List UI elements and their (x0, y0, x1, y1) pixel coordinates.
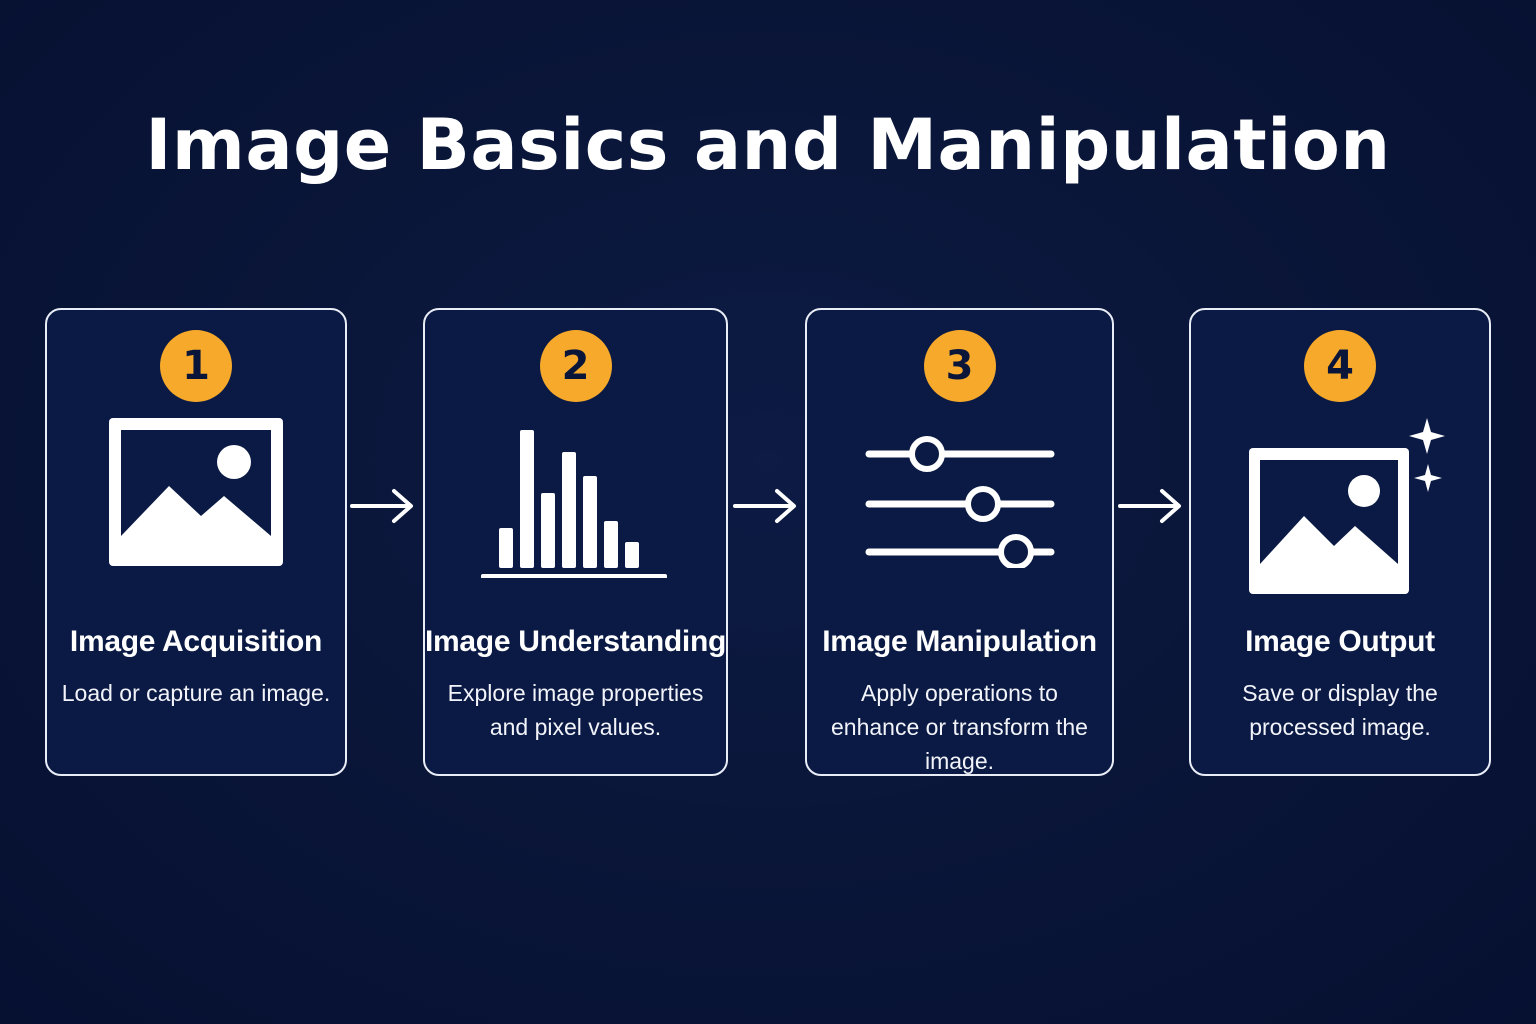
sliders-icon (807, 418, 1112, 598)
step-title: Image Understanding (425, 625, 727, 658)
step-card-2: 2 Image Understanding Explore image prop… (423, 308, 728, 776)
step-number-badge: 4 (1304, 330, 1376, 402)
step-description: Apply operations to enhance or transform… (831, 680, 1088, 774)
step-card-1: 1 Image Acquisition Load or capture an i… (45, 308, 347, 776)
step-number-badge: 2 (539, 330, 612, 402)
step-title: Image Acquisition (69, 625, 323, 658)
arrow-right-icon (1118, 489, 1181, 523)
page-title: Image Basics and Manipulation (145, 104, 1391, 186)
step-description: Save or display the processed image. (1242, 680, 1438, 740)
step-description: Explore image properties and pixel value… (447, 680, 704, 740)
sparkle-image-icon (1191, 418, 1489, 598)
arrow-right-icon (733, 489, 796, 523)
step-number-badge: 1 (160, 330, 232, 402)
step-card-4: 4 Image Output Save or display the proce… (1189, 308, 1491, 776)
step-number-badge: 3 (923, 330, 996, 402)
step-title: Image Output (1245, 625, 1435, 658)
step-description: Load or capture an image. (61, 680, 331, 706)
step-card-3: 3 Image Manipulation Apply operations to… (805, 308, 1114, 776)
histogram-icon (425, 418, 726, 598)
arrow-right-icon (350, 489, 413, 523)
step-title: Image Manipulation (822, 625, 1097, 658)
image-icon (47, 418, 345, 598)
